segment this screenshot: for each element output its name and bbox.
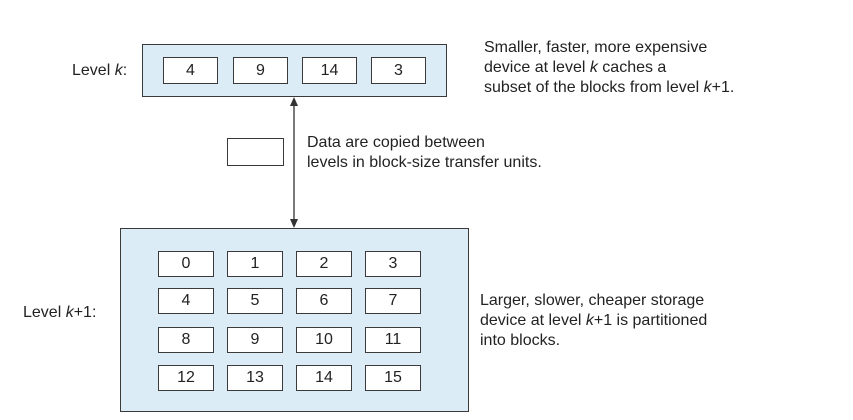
desc-var: k (585, 312, 594, 329)
storage-block: 12 (158, 365, 214, 391)
desc-text: +1. (711, 79, 735, 96)
desc-line: Smaller, faster, more expensive (484, 39, 708, 56)
storage-block: 11 (365, 327, 421, 353)
storage-block: 13 (227, 365, 283, 391)
description-bottom: Larger, slower, cheaper storage device a… (480, 291, 707, 351)
desc-line: device at level k caches a (484, 58, 734, 78)
storage-block: 14 (296, 365, 352, 391)
storage-block: 9 (227, 327, 283, 353)
level-k1-box: 0 1 2 3 4 5 6 7 8 9 10 11 12 13 14 15 (120, 228, 469, 412)
storage-block: 1 (227, 251, 283, 277)
storage-block: 10 (296, 327, 352, 353)
storage-block: 15 (365, 365, 421, 391)
desc-text: device at level (480, 312, 586, 329)
desc-line: device at level k+1 is partitioned (480, 311, 707, 331)
arrow-head-up (290, 97, 298, 106)
desc-line: Data are copied between (307, 134, 485, 151)
desc-text: subset of the blocks from level (484, 79, 704, 96)
desc-line: Larger, slower, cheaper storage (480, 292, 705, 309)
desc-line: subset of the blocks from level k+1. (484, 78, 734, 98)
description-top: Smaller, faster, more expensive device a… (484, 38, 734, 98)
desc-var: k (589, 59, 598, 76)
label-var: k (114, 62, 123, 79)
desc-text: device at level (484, 59, 590, 76)
storage-block: 3 (365, 251, 421, 277)
desc-line: levels in block-size transfer units. (307, 154, 542, 171)
cache-block: 4 (163, 57, 218, 84)
storage-block: 6 (296, 288, 352, 314)
cache-block: 3 (371, 57, 426, 84)
desc-text: caches a (597, 59, 667, 76)
storage-block: 5 (227, 288, 283, 314)
label-prefix: Level (72, 62, 115, 79)
arrow-head-down (290, 219, 298, 228)
desc-text: +1 is partitioned (593, 312, 708, 329)
desc-var: k (703, 79, 712, 96)
storage-block: 7 (365, 288, 421, 314)
storage-block: 4 (158, 288, 214, 314)
label-prefix: Level (23, 304, 66, 321)
storage-block: 0 (158, 251, 214, 277)
cache-block: 9 (233, 57, 288, 84)
storage-block: 8 (158, 327, 214, 353)
label-var: k (65, 304, 74, 321)
level-k-box: 4 9 14 3 (142, 44, 447, 97)
storage-block: 2 (296, 251, 352, 277)
level-k-label: Level k: (72, 61, 127, 81)
level-k1-label: Level k+1: (23, 303, 96, 323)
desc-line: into blocks. (480, 332, 561, 349)
description-middle: Data are copied between levels in block-… (307, 133, 542, 173)
transfer-block (227, 138, 284, 166)
label-suffix: : (122, 62, 128, 79)
label-suffix: +1: (73, 304, 97, 321)
cache-block: 14 (302, 57, 357, 84)
